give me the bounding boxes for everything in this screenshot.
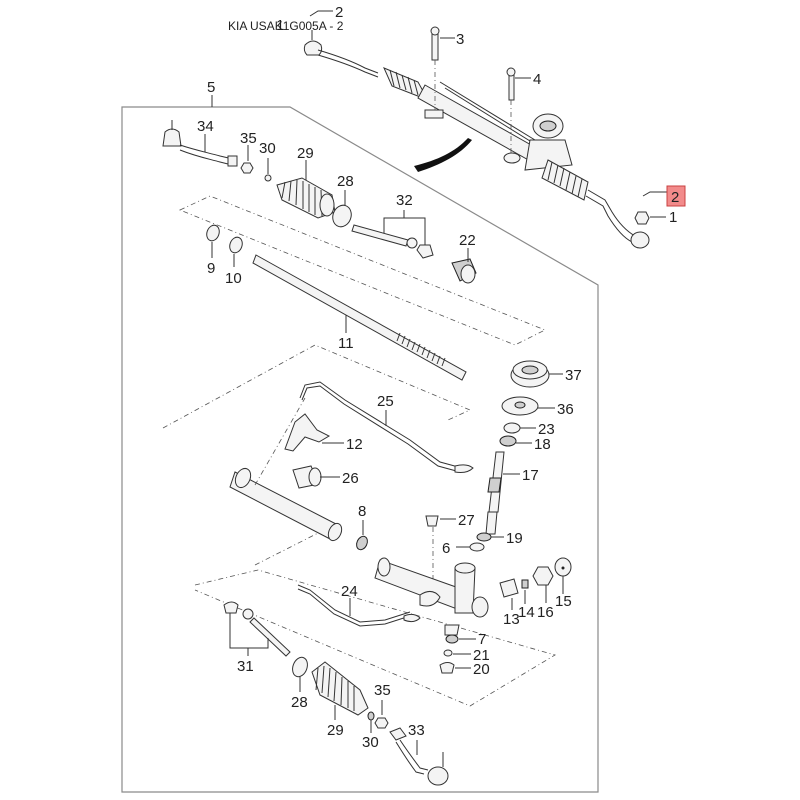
part-35-nut[interactable]: 35 bbox=[240, 130, 257, 174]
part-label: 36 bbox=[557, 401, 574, 418]
part-label: 9 bbox=[207, 260, 215, 277]
part-label: 30 bbox=[362, 734, 379, 751]
callout-label: 3 bbox=[456, 31, 464, 48]
part-35-nut-lower[interactable]: 35 bbox=[374, 682, 391, 729]
part-18-seal[interactable]: 23 bbox=[503, 421, 555, 438]
rack-housing-tube[interactable] bbox=[229, 397, 344, 543]
subassembly-outline-housing bbox=[162, 344, 471, 429]
part-label: 17 bbox=[522, 467, 539, 484]
part-14-screw[interactable]: 14 bbox=[518, 579, 535, 621]
part-label: 8 bbox=[358, 503, 366, 520]
part-label: 10 bbox=[225, 270, 242, 287]
callout-right-1[interactable]: 1 bbox=[634, 209, 677, 226]
part-label: 35 bbox=[240, 130, 257, 147]
exploded-view-frame bbox=[121, 106, 599, 793]
part-label: 31 bbox=[237, 658, 254, 675]
part-label: 29 bbox=[297, 145, 314, 162]
part-25-clamp-bracket[interactable]: 12 bbox=[284, 413, 363, 453]
part-label: 29 bbox=[327, 722, 344, 739]
part-label: 13 bbox=[503, 611, 520, 628]
callout-top-3[interactable]: 3 bbox=[440, 31, 464, 48]
subassembly-outline-valve bbox=[254, 526, 331, 566]
part-17-bearing[interactable]: 18 bbox=[499, 435, 551, 453]
part-31-inner-tie-rod[interactable]: 31 bbox=[223, 601, 291, 675]
part-label: 33 bbox=[408, 722, 425, 739]
part-15-cap[interactable]: 15 bbox=[554, 557, 572, 610]
part-label: 14 bbox=[518, 604, 535, 621]
part-label: 6 bbox=[442, 540, 450, 557]
callout-label: 4 bbox=[533, 71, 541, 88]
part-23-pipe[interactable]: 25 bbox=[299, 381, 474, 473]
part-22-bushing[interactable]: 22 bbox=[451, 232, 477, 284]
part-7-seal[interactable]: 7 bbox=[445, 631, 486, 648]
callout-frame-5[interactable]: 5 bbox=[207, 79, 215, 107]
part-28-band-lower[interactable]: 28 bbox=[290, 655, 310, 711]
part-20-cap[interactable]: 20 bbox=[439, 661, 490, 678]
part-24-pipe[interactable]: 24 bbox=[297, 583, 421, 627]
callout-label: 5 bbox=[207, 79, 215, 96]
part-9-o-ring[interactable]: 9 bbox=[205, 223, 222, 277]
callout-title-2[interactable]: 2 bbox=[309, 4, 343, 21]
part-label: 20 bbox=[473, 661, 490, 678]
steering-gear-assembly[interactable] bbox=[303, 26, 650, 249]
part-label: 26 bbox=[342, 470, 359, 487]
part-label: 27 bbox=[458, 512, 475, 529]
part-label: 16 bbox=[537, 604, 554, 621]
part-6-seal[interactable]: 6 bbox=[442, 540, 485, 557]
part-label: 7 bbox=[478, 631, 486, 648]
part-label: 15 bbox=[555, 593, 572, 610]
part-26-bush[interactable]: 26 bbox=[292, 465, 359, 489]
part-label: 37 bbox=[565, 367, 582, 384]
callout-label: 1 bbox=[276, 17, 284, 34]
part-30-clip[interactable]: 30 bbox=[259, 140, 276, 182]
subassembly-outline-lower bbox=[194, 569, 556, 707]
callout-right-2-highlighted[interactable]: 2 bbox=[642, 185, 686, 207]
part-11-rack-bar[interactable]: 11 bbox=[252, 254, 467, 381]
part-28-band[interactable]: 28 bbox=[330, 173, 354, 229]
part-29-bellows-boot[interactable]: 29 bbox=[276, 145, 336, 219]
part-label: 25 bbox=[377, 393, 394, 410]
part-19-o-ring[interactable]: 19 bbox=[476, 530, 523, 547]
callout-label: 2 bbox=[671, 189, 679, 206]
diagram-title: KIA USAK1G005A - 2 bbox=[228, 19, 344, 33]
part-label: 24 bbox=[341, 583, 358, 600]
part-label: 21 bbox=[473, 647, 490, 664]
part-37-bearing-housing[interactable]: 37 bbox=[510, 360, 582, 388]
part-16-lock-nut[interactable]: 16 bbox=[532, 566, 554, 621]
callout-top-4[interactable]: 4 bbox=[515, 71, 541, 88]
callout-label: 1 bbox=[669, 209, 677, 226]
part-label: 22 bbox=[459, 232, 476, 249]
part-label: 32 bbox=[396, 192, 413, 209]
callout-label: 2 bbox=[335, 4, 343, 21]
gear-housing-valve-body[interactable] bbox=[374, 557, 489, 636]
part-12-pinion-shaft[interactable]: 17 bbox=[485, 451, 539, 535]
part-34-tie-rod-end[interactable]: 34 bbox=[162, 118, 238, 167]
part-label: 19 bbox=[506, 530, 523, 547]
part-32-inner-tie-rod[interactable]: 32 bbox=[351, 192, 434, 259]
callout-title-1[interactable]: 1 bbox=[276, 17, 284, 34]
part-label: 34 bbox=[197, 118, 214, 135]
part-33-tie-rod-end[interactable]: 33 bbox=[389, 722, 449, 786]
part-label: 12 bbox=[346, 436, 363, 453]
part-21-nut[interactable]: 21 bbox=[443, 647, 490, 664]
part-8-seal[interactable]: 8 bbox=[355, 503, 370, 551]
part-30-clip-lower[interactable]: 30 bbox=[362, 711, 379, 751]
part-label: 11 bbox=[338, 335, 354, 352]
part-label: 35 bbox=[374, 682, 391, 699]
part-label: 18 bbox=[534, 436, 551, 453]
part-13-yoke[interactable]: 13 bbox=[499, 578, 520, 628]
part-label: 30 bbox=[259, 140, 276, 157]
part-label: 28 bbox=[337, 173, 354, 190]
part-label: 23 bbox=[538, 421, 555, 438]
part-label: 28 bbox=[291, 694, 308, 711]
part-29-bellows-boot-lower[interactable]: 29 bbox=[311, 661, 369, 739]
part-36-plate[interactable]: 36 bbox=[501, 396, 574, 418]
part-10-o-ring[interactable]: 10 bbox=[225, 235, 244, 287]
highlight-box bbox=[666, 185, 686, 207]
